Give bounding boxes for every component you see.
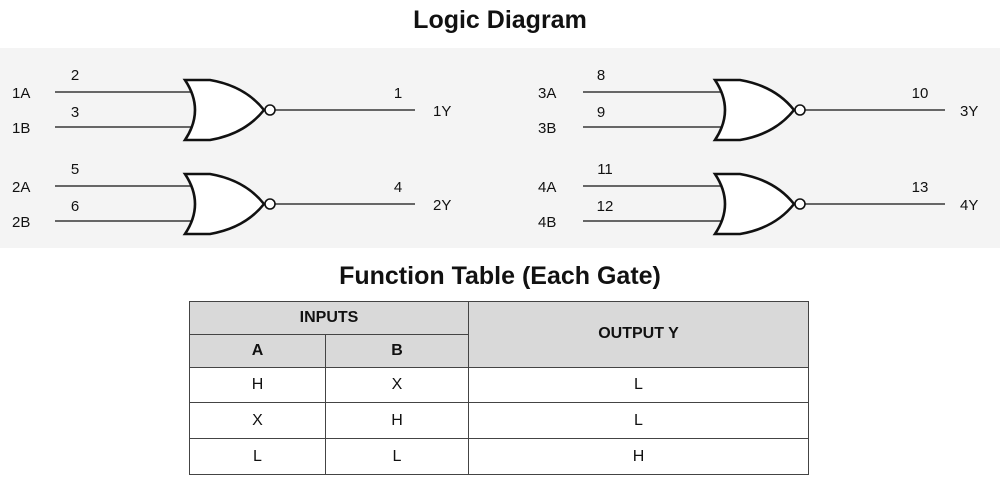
cell-a: H (189, 366, 326, 404)
diagram-background (0, 48, 1000, 248)
pin-number-3: 3 (71, 104, 79, 121)
signal-label-2a: 2A (12, 179, 30, 196)
signal-label-4a: 4A (538, 179, 556, 196)
cell-y: H (468, 438, 809, 475)
output-header: OUTPUT Y (468, 301, 809, 368)
table-row: X H L (189, 402, 809, 440)
pin-number-13: 13 (912, 179, 929, 196)
gate-body-1 (182, 78, 266, 142)
cell-y: L (468, 402, 809, 440)
column-b-header: B (325, 333, 469, 368)
signal-label-4b: 4B (538, 214, 556, 231)
nor-gate-4 (583, 172, 945, 236)
gate-body-2 (182, 172, 266, 236)
diagram-title: Logic Diagram (413, 6, 587, 34)
inversion-bubble-4 (794, 198, 806, 210)
pin-number-2: 2 (71, 67, 79, 84)
signal-label-1b: 1B (12, 120, 30, 137)
cell-a: L (189, 438, 326, 475)
table-row: H X L (189, 366, 809, 404)
pin-number-12: 12 (597, 198, 614, 215)
cell-a: X (189, 402, 326, 440)
gate-body-4 (712, 172, 796, 236)
pin-number-1: 1 (394, 85, 402, 102)
cell-y: L (468, 366, 809, 404)
inversion-bubble-1 (264, 104, 276, 116)
inversion-bubble-2 (264, 198, 276, 210)
pin-number-11: 11 (597, 161, 613, 178)
logic-diagram: 1A 1B 2 3 1 1Y 2A 2B 5 6 4 2Y 3A 3B 8 9 … (12, 67, 978, 236)
signal-label-2b: 2B (12, 214, 30, 231)
table-header-row: INPUTS OUTPUT Y (189, 301, 809, 368)
pin-number-6: 6 (71, 198, 79, 215)
pin-number-5: 5 (71, 161, 79, 178)
gate-body-3 (712, 78, 796, 142)
signal-label-4y: 4Y (960, 197, 978, 214)
pin-number-8: 8 (597, 67, 605, 84)
inversion-bubble-3 (794, 104, 806, 116)
function-table: INPUTS OUTPUT Y A B H X L X H L L L H (189, 301, 809, 475)
signal-label-2y: 2Y (433, 197, 451, 214)
cell-b: X (325, 366, 469, 404)
table-subheader-row: A B (189, 333, 809, 368)
pin-number-9: 9 (597, 104, 605, 121)
signal-label-1y: 1Y (433, 103, 451, 120)
inputs-header: INPUTS (189, 301, 469, 335)
function-table-title: Function Table (Each Gate) (339, 262, 661, 290)
cell-b: L (325, 438, 469, 475)
nor-gate-2 (55, 172, 415, 236)
cell-b: H (325, 402, 469, 440)
signal-label-3b: 3B (538, 120, 556, 137)
signal-label-3y: 3Y (960, 103, 978, 120)
signal-label-1a: 1A (12, 85, 30, 102)
nor-gate-3 (583, 78, 945, 142)
table-row: L L H (189, 438, 809, 475)
pin-number-10: 10 (912, 85, 929, 102)
pin-number-4: 4 (394, 179, 402, 196)
signal-label-3a: 3A (538, 85, 556, 102)
nor-gate-1 (55, 78, 415, 142)
column-a-header: A (189, 333, 326, 368)
